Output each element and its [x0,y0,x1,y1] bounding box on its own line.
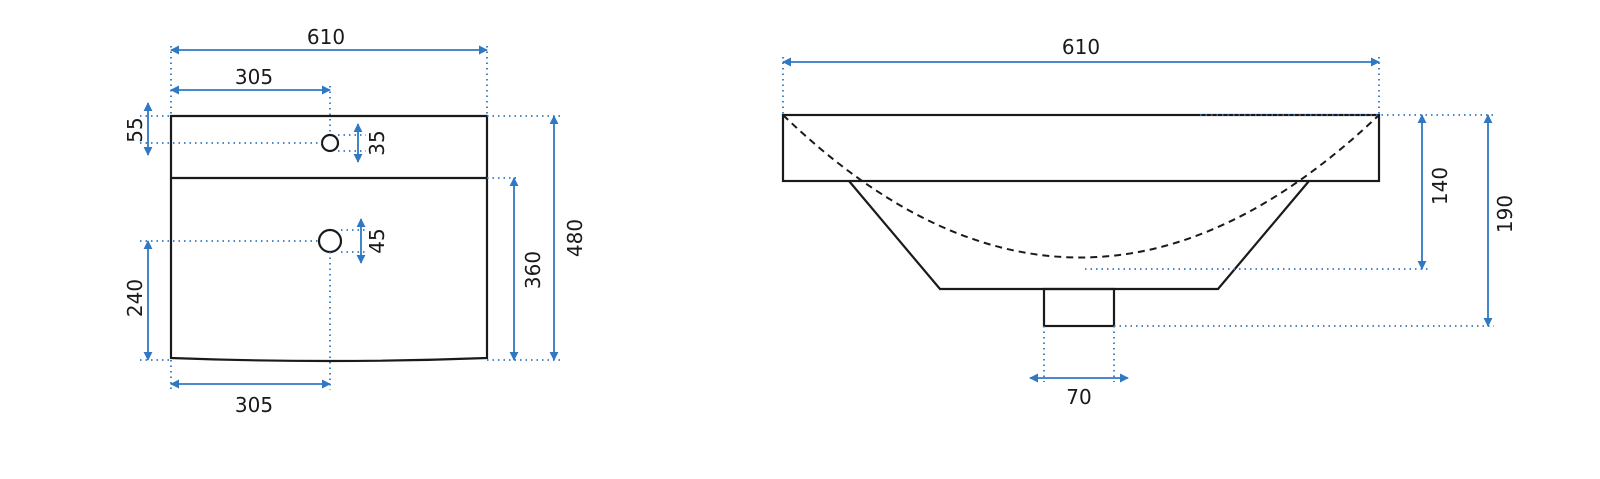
dim-label-drain-diameter: 45 [365,228,389,253]
dim-label-drain-offset-y: 240 [123,279,147,317]
dim-label-deck-depth: 55 [123,117,147,142]
inner-bowl-hidden-line [782,114,1380,259]
dim-label-bowl-depth: 360 [521,251,545,289]
side-view: 610 140 190 70 [781,35,1517,409]
dim-label-side-overall-width: 610 [1062,35,1100,59]
dim-label-drain-width: 70 [1066,385,1091,409]
bowl-outline [848,180,1310,291]
dim-label-overall-height: 190 [1493,195,1517,233]
basin-outline [169,114,489,363]
dim-label-overall-depth: 480 [563,219,587,257]
tap-hole [320,133,340,153]
drain-outlet [1042,287,1116,328]
dim-label-bowl-height: 140 [1428,167,1452,205]
dim-label-tap-offset: 305 [235,65,273,89]
dim-label-drain-offset-x: 305 [235,393,273,417]
drain-hole [317,228,343,254]
top-view: 610 305 55 35 45 240 305 360 480 [123,25,587,417]
dim-label-overall-width: 610 [307,25,345,49]
dim-label-tap-diameter: 35 [365,130,389,155]
rim-outline [781,113,1381,183]
